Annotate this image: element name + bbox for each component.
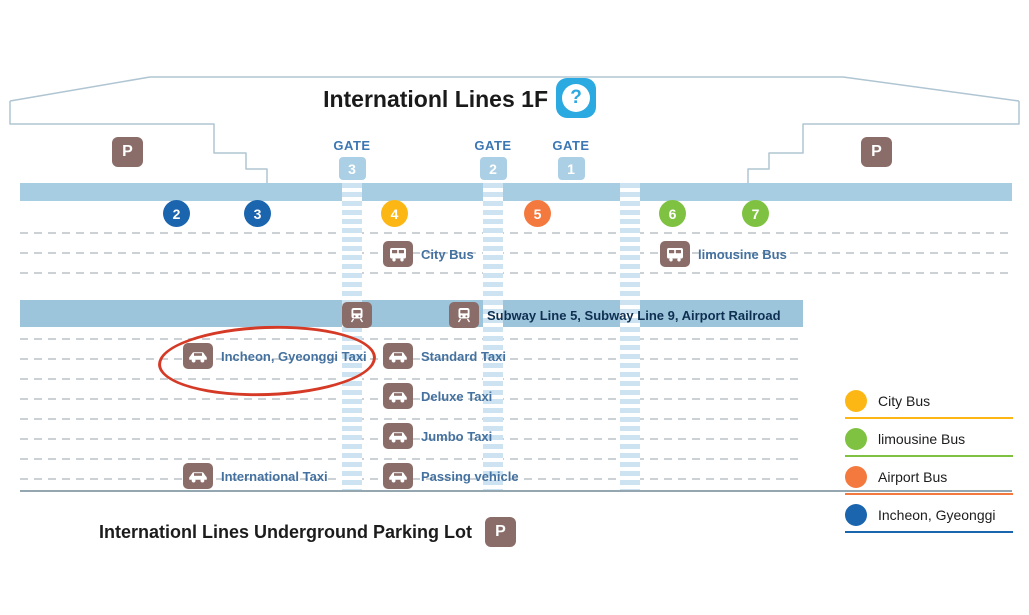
taxi-icon [383, 423, 413, 449]
stop-2: 2 [163, 200, 190, 227]
gate-number: 1 [557, 157, 585, 180]
legend-label: Airport Bus [878, 469, 948, 485]
legend-item-airport-bus: Airport Bus [845, 466, 1013, 495]
lane-divider [20, 272, 1012, 274]
bus-icon [660, 241, 690, 267]
legend-item-city-bus: City Bus [845, 390, 1013, 419]
lane-divider [20, 418, 803, 420]
bus-icon [383, 241, 413, 267]
curb-line [20, 490, 1012, 492]
bus-stop-limousine: limousine Bus [660, 241, 787, 267]
taxi-stand-label: International Taxi [221, 468, 328, 484]
taxi-stand-label: Jumbo Taxi [421, 428, 493, 444]
taxi-stand-jumbo: Jumbo Taxi [383, 423, 492, 449]
legend-item-incheon-gyeonggi: Incheon, Gyeonggi [845, 504, 1013, 533]
underground-parking-label: Internationl Lines Underground Parking L… [99, 521, 473, 542]
legend-label: City Bus [878, 393, 931, 409]
legend-swatch [845, 504, 867, 526]
stop-7: 7 [742, 200, 769, 227]
taxi-stand-standard: Standard Taxi [383, 343, 506, 369]
legend-swatch [845, 466, 867, 488]
gate-number: 3 [338, 157, 366, 180]
taxi-stand-label: Passing vehicle [421, 468, 519, 484]
taxi-stand-label: Standard Taxi [421, 348, 507, 364]
lane-divider [20, 458, 803, 460]
taxi-icon [183, 463, 213, 489]
legend-underline [845, 455, 1013, 457]
legend-underline [845, 531, 1013, 533]
taxi-stand-deluxe: Deluxe Taxi [383, 383, 492, 409]
legend-swatch [845, 390, 867, 412]
lane-divider [20, 232, 1012, 234]
taxi-stand-label: Deluxe Taxi [421, 388, 493, 404]
gate-label: GATE [552, 138, 590, 153]
train-icon [342, 302, 372, 328]
stop-4: 4 [381, 200, 408, 227]
taxi-icon [383, 343, 413, 369]
parking-icon-right: P [861, 137, 892, 167]
gate-label: GATE [333, 138, 371, 153]
subway-label: Subway Line 5, Subway Line 9, Airport Ra… [487, 307, 781, 323]
taxi-stand-label: Incheon, Gyeonggi Taxi [221, 348, 367, 364]
stop-3: 3 [244, 200, 271, 227]
taxi-stand-international: International Taxi [183, 463, 328, 489]
parking-icon-footer: P [485, 517, 517, 547]
lane-divider [20, 338, 803, 340]
legend-label: Incheon, Gyeonggi [878, 507, 996, 523]
crosswalk-gate-2 [483, 183, 503, 490]
subway-band [20, 300, 803, 327]
page-title: Internationl Lines 1F [323, 86, 548, 112]
crosswalk-gate-1 [620, 183, 640, 490]
roof-line [9, 76, 1020, 102]
gate-2: GATE 2 [471, 138, 515, 180]
right-wall-line [747, 101, 1020, 183]
crosswalk-gate-3 [342, 183, 362, 490]
gate-1: GATE 1 [549, 138, 593, 180]
lane-divider [20, 378, 803, 380]
stop-5: 5 [524, 200, 551, 227]
taxi-icon [383, 463, 413, 489]
underground-parking-caption: Internationl Lines Underground Parking L… [99, 517, 517, 547]
parking-icon-left: P [112, 137, 143, 167]
legend-item-limousine-bus: limousine Bus [845, 428, 1013, 457]
gate-label: GATE [474, 138, 512, 153]
bus-stop-label: City Bus [421, 246, 474, 262]
legend-underline [845, 417, 1013, 419]
taxi-stand-passing-vehicle: Passing vehicle [383, 463, 519, 489]
gate-number: 2 [479, 157, 507, 180]
lane-divider [20, 252, 1012, 254]
legend-swatch [845, 428, 867, 450]
help-icon[interactable]: ? [556, 78, 596, 118]
legend-underline [845, 493, 1013, 495]
question-mark: ? [562, 84, 590, 112]
bus-stop-label: limousine Bus [698, 246, 787, 262]
train-icon [449, 302, 479, 328]
taxi-icon [383, 383, 413, 409]
gate-3: GATE 3 [330, 138, 374, 180]
bus-stop-city-bus: City Bus [383, 241, 474, 267]
legend: City Bus limousine Bus Airport Bus Inche… [845, 390, 1013, 542]
subway-station: Subway Line 5, Subway Line 9, Airport Ra… [449, 302, 781, 328]
legend-label: limousine Bus [878, 431, 966, 447]
taxi-icon [183, 343, 213, 369]
taxi-stand-incheon-gyeonggi: Incheon, Gyeonggi Taxi [183, 343, 367, 369]
left-wall-line [9, 101, 268, 183]
road-band [20, 183, 1012, 201]
stop-6: 6 [659, 200, 686, 227]
